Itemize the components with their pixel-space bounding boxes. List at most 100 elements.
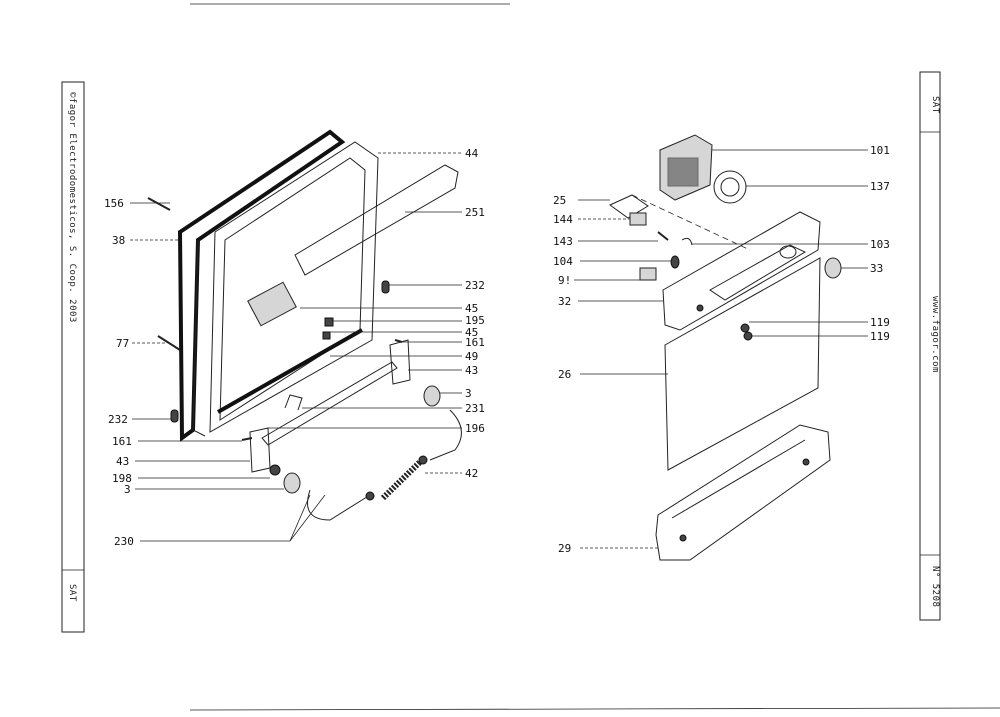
label-43-left: 43 [116,455,129,468]
label-198: 198 [112,472,132,485]
spring-end-cap [418,455,428,465]
label-251: 251 [465,206,485,219]
part-232-left [170,409,179,423]
hinge-bracket-right [389,339,411,385]
label-196: 196 [465,422,485,435]
control-panel-window [709,244,807,301]
label-156: 156 [104,197,124,210]
control-panel-drawing [574,134,868,561]
part-103-small [681,237,693,246]
screw-161-left [241,437,253,441]
label-91: 9! [558,274,571,287]
right-section-code: SAT [930,96,940,114]
part-25 [609,194,649,219]
label-161-left: 161 [112,435,132,448]
right-side-strip: SAT www.fagor.com N° 5208 [919,71,941,621]
kick-plate-edge [671,439,806,519]
door-assembly-drawing [130,129,462,542]
label-144: 144 [553,213,573,226]
screw-77 [157,335,181,351]
cable-230 [307,489,371,521]
label-104: 104 [553,255,573,268]
left-strip-frame [61,81,85,633]
label-25: 25 [553,194,566,207]
kick-plate [655,424,831,561]
cable-196 [429,409,462,461]
label-3-right: 3 [465,387,472,400]
kick-plate-screw-right [802,458,810,466]
part-143 [657,231,669,241]
screw-156 [147,197,171,211]
label-143: 143 [553,235,573,248]
leader-230b [289,494,326,542]
label-230: 230 [114,535,134,548]
assembly-guide-line [631,194,751,251]
label-101: 101 [870,144,890,157]
label-45-bottom: 45 [465,326,478,339]
website-text: www.fagor.com [930,296,940,373]
label-119-top: 119 [870,316,890,329]
gasket-inner-edge [192,239,206,437]
label-43-right: 43 [465,364,478,377]
control-panel [662,211,821,331]
part-144 [629,212,647,226]
front-panel [664,257,821,471]
left-callout-labels: 44 251 156 38 232 45 195 45 77 161 49 43… [104,147,485,548]
part-195 [324,317,334,327]
button-119-bottom [743,331,753,341]
copyright-text: ©fagor Electrodomesticos, S. Coop. 2003 [67,92,77,323]
button-119-top [740,323,750,333]
label-26: 26 [558,368,571,381]
control-dial-inner [720,177,740,197]
knob-33 [824,257,842,279]
part-198 [269,464,281,476]
label-103: 103 [870,238,890,251]
label-231: 231 [465,402,485,415]
door-inner-recess [219,157,366,421]
right-callout-labels: 101 137 25 144 103 143 104 33 9! 32 119 … [553,144,890,555]
panel-led [696,304,704,312]
part-232-right [381,280,390,294]
label-77: 77 [116,337,129,350]
label-119-bottom: 119 [870,330,890,343]
handle-231 [284,394,303,411]
part-104 [670,255,680,269]
label-161-right: 161 [465,336,485,349]
timer-circuit [667,157,699,187]
left-section-code: SAT [67,584,77,602]
label-29: 29 [558,542,571,555]
detergent-dispenser [247,281,297,327]
panel-knob-hole [779,245,797,259]
label-32: 32 [558,295,571,308]
top-rail [294,164,459,276]
spring-42 [380,459,423,501]
label-44: 44 [465,147,479,160]
bottom-seal-strip [217,328,363,414]
label-232-top: 232 [465,279,485,292]
label-45-top: 45 [465,302,478,315]
part-91 [639,267,657,281]
label-232-left: 232 [108,413,128,426]
hinge-cam-right [423,385,441,407]
cable-end-cap [365,491,375,501]
part-45-small [322,331,331,340]
screw-161-right [394,339,403,343]
hinge-cam-left [283,472,301,494]
label-33: 33 [870,262,883,275]
door-inner-panel [209,141,379,433]
label-195: 195 [465,314,485,327]
label-38: 38 [112,234,125,247]
label-42: 42 [465,467,478,480]
right-strip-frame [919,71,941,621]
document-number: N° 5208 [930,566,940,607]
label-137: 137 [870,180,890,193]
leader-230 [140,494,311,542]
left-side-strip: ©fagor Electrodomesticos, S. Coop. 2003 … [61,81,85,633]
bottom-border-line [189,707,1000,711]
label-49: 49 [465,350,478,363]
hinge-bar [261,361,398,446]
control-dial [713,170,747,204]
door-gasket [177,129,346,442]
